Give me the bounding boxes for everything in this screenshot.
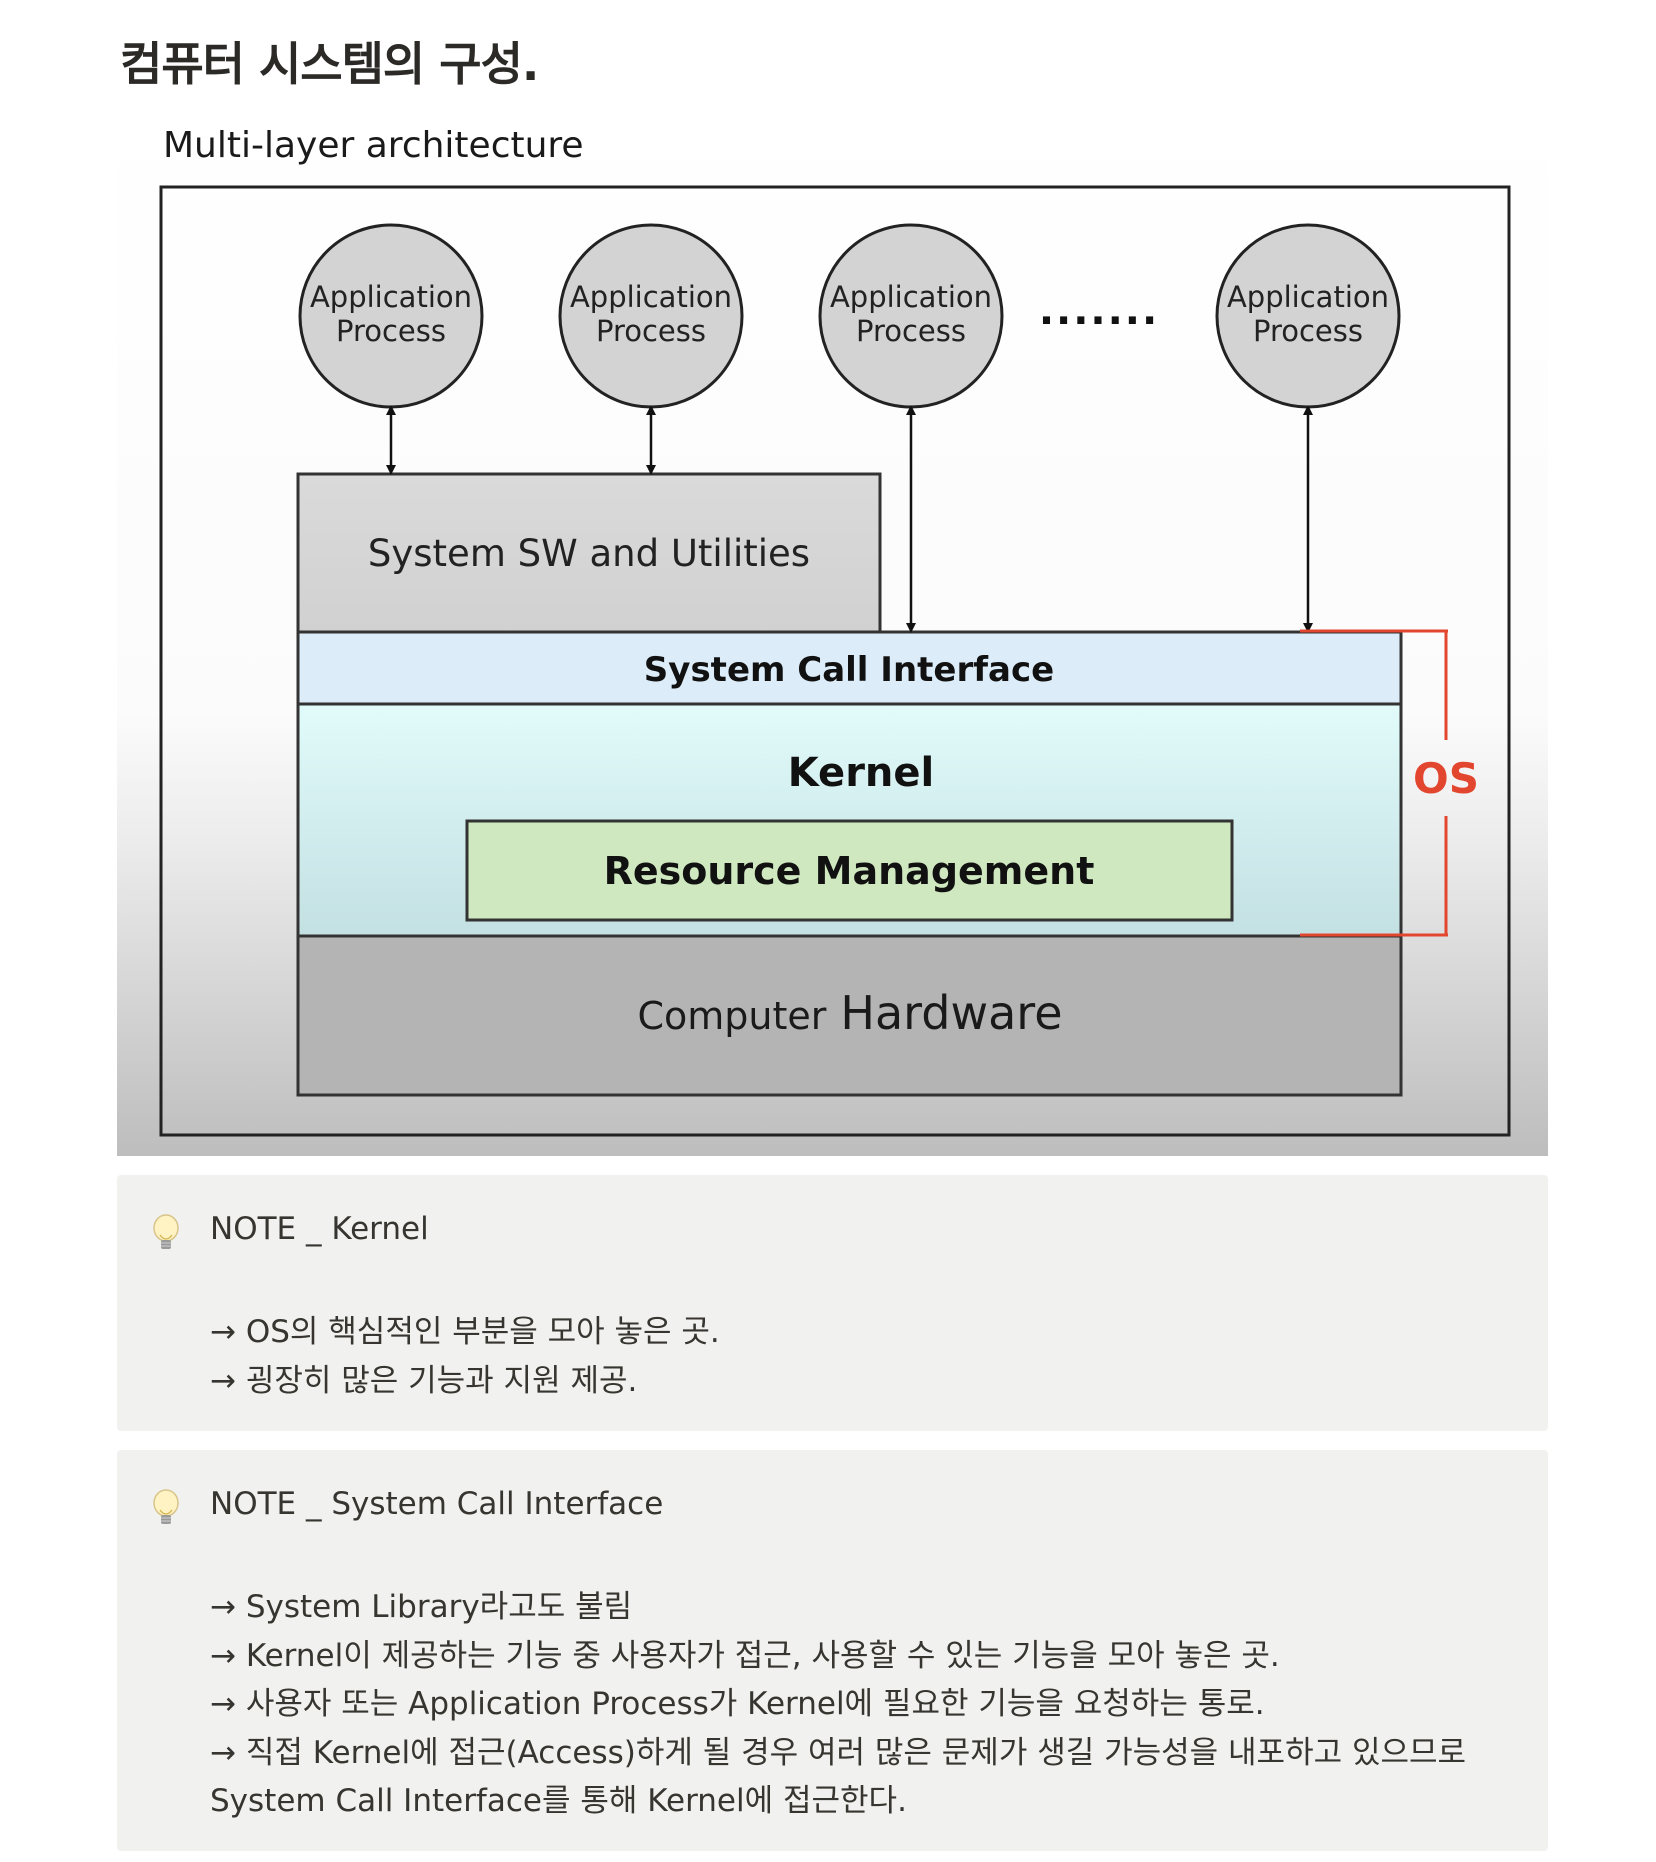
callout-line: → Kernel이 제공하는 기능 중 사용자가 접근, 사용할 수 있는 기능… bbox=[210, 1637, 1280, 1674]
hardware-label: Computer Hardware bbox=[638, 986, 1063, 1040]
architecture-diagram: Multi-layer architecture Application Pro… bbox=[117, 104, 1548, 1156]
process-4: Application Process bbox=[1215, 223, 1401, 409]
callout-title: NOTE _ System Call Interface bbox=[210, 1486, 664, 1522]
lightbulb-icon bbox=[150, 1488, 182, 1528]
process-ellipsis: ....... bbox=[1039, 288, 1159, 334]
kernel-label: Kernel bbox=[788, 750, 934, 796]
callout-line: → System Library라고도 불림 bbox=[210, 1589, 633, 1625]
process-1: Application Process bbox=[298, 223, 484, 409]
process-4-label-line1: Application bbox=[1227, 280, 1389, 314]
system-sw-label: System SW and Utilities bbox=[368, 532, 810, 575]
callout-line: → 직접 Kernel에 접근(Access)하게 될 경우 여러 많은 문제가… bbox=[210, 1734, 1467, 1771]
process-3: Application Process bbox=[818, 223, 1004, 409]
callout-line: → 사용자 또는 Application Process가 Kernel에 필요… bbox=[210, 1686, 1265, 1722]
callout-line: System Call Interface를 통해 Kernel에 접근한다. bbox=[210, 1783, 907, 1819]
process-3-label-line1: Application bbox=[830, 280, 992, 314]
syscall-interface-box bbox=[296, 630, 1403, 706]
os-label: OS bbox=[1413, 754, 1479, 803]
outer-frame bbox=[159, 185, 1511, 1137]
resource-management-label: Resource Management bbox=[604, 849, 1095, 893]
callout-note-system-call-interface: NOTE _ System Call Interface → System Li… bbox=[117, 1450, 1548, 1851]
lightbulb-icon bbox=[150, 1213, 182, 1253]
process-2-label-line2: Process bbox=[596, 314, 706, 348]
process-3-label-line2: Process bbox=[856, 314, 966, 348]
callout-body: → System Library라고도 불림 → Kernel이 제공하는 기능… bbox=[210, 1583, 1466, 1826]
process-4-label-line2: Process bbox=[1253, 314, 1363, 348]
hardware-label-prefix: Computer bbox=[638, 994, 827, 1038]
page-title: 컴퓨터 시스템의 구성. bbox=[120, 37, 539, 91]
system-sw-box bbox=[296, 472, 882, 634]
process-1-label-line1: Application bbox=[310, 280, 472, 314]
callout-title: NOTE _ Kernel bbox=[210, 1211, 429, 1247]
hardware-label-main: Hardware bbox=[840, 986, 1062, 1040]
resource-management-box bbox=[465, 819, 1234, 922]
os-bracket bbox=[1300, 629, 1448, 937]
process-2: Application Process bbox=[558, 223, 744, 409]
hardware-box bbox=[296, 934, 1403, 1097]
syscall-interface-label: System Call Interface bbox=[644, 650, 1054, 690]
callout-line: → OS의 핵심적인 부분을 모아 놓은 곳. bbox=[210, 1314, 720, 1350]
process-2-label-line1: Application bbox=[570, 280, 732, 314]
callout-note-kernel: NOTE _ Kernel → OS의 핵심적인 부분을 모아 놓은 곳. → … bbox=[117, 1175, 1548, 1431]
diagram-caption: Multi-layer architecture bbox=[163, 125, 584, 166]
callout-body: → OS의 핵심적인 부분을 모아 놓은 곳. → 굉장히 많은 기능과 지원 … bbox=[210, 1308, 720, 1405]
process-1-label-line2: Process bbox=[336, 314, 446, 348]
callout-line: → 굉장히 많은 기능과 지원 제공. bbox=[210, 1362, 638, 1399]
